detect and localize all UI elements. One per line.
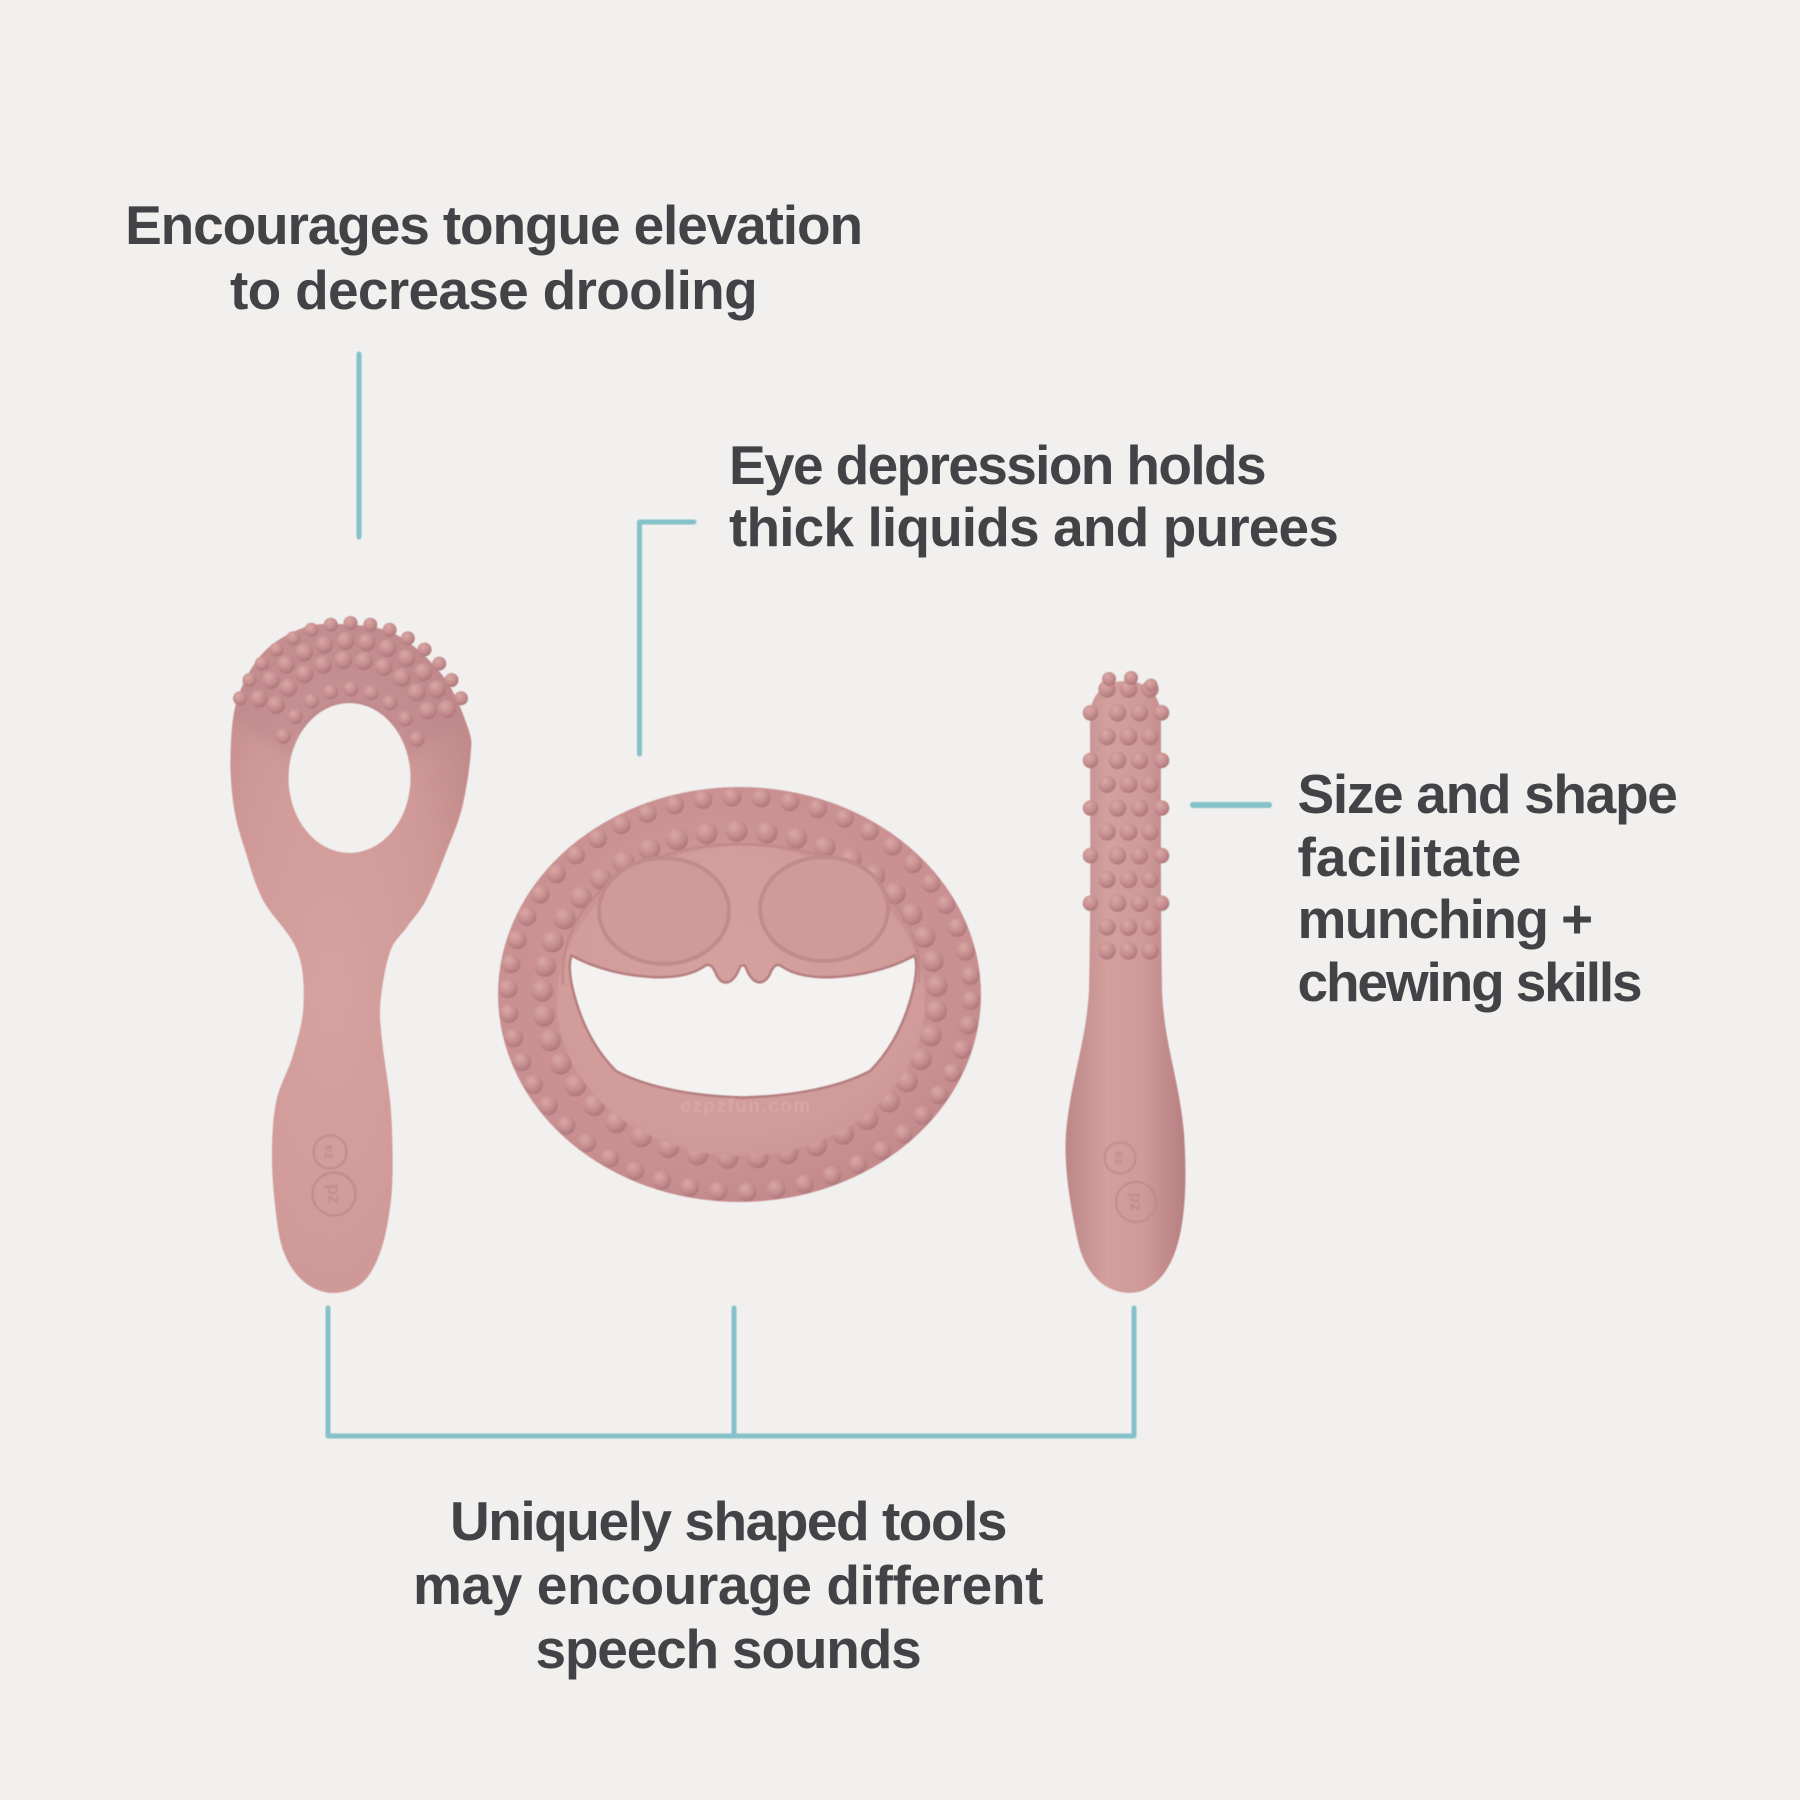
svg-text:ezpzfun.com: ezpzfun.com — [680, 1096, 812, 1117]
svg-text:pz: pz — [1127, 1193, 1146, 1212]
svg-text:pz: pz — [324, 1184, 344, 1204]
svg-text:ez: ez — [322, 1145, 338, 1160]
svg-text:ez: ez — [1113, 1151, 1128, 1165]
